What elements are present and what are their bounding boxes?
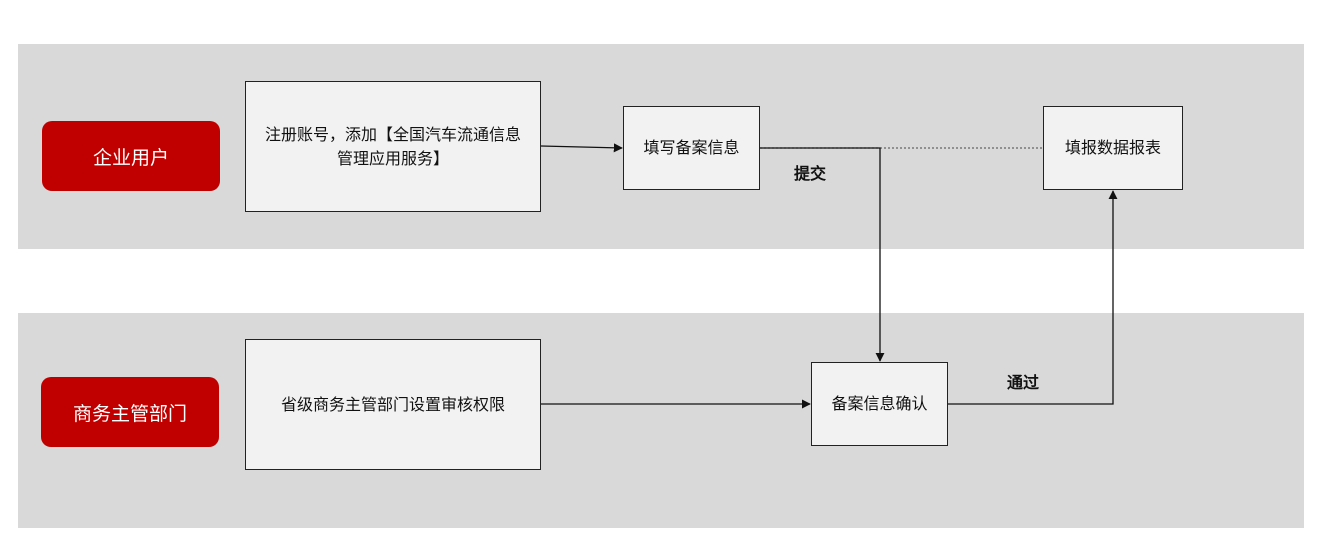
report-data-text: 填报数据报表	[1064, 138, 1161, 158]
confirm-filing-node: 备案信息确认	[811, 362, 948, 446]
register-account-node: 注册账号，添加【全国汽车流通信息管理应用服务】	[245, 81, 541, 212]
commerce-department-actor: 商务主管部门	[41, 377, 219, 447]
register-account-text: 注册账号，添加【全国汽车流通信息管理应用服务】	[264, 125, 521, 168]
set-permission-text: 省级商务主管部门设置审核权限	[280, 394, 505, 414]
enterprise-user-label: 企业用户	[92, 146, 169, 169]
confirm-filing-text: 备案信息确认	[831, 394, 928, 414]
report-data-node: 填报数据报表	[1043, 106, 1183, 190]
edge-fill-to-confirm	[760, 147, 885, 362]
enterprise-user-actor: 企业用户	[42, 121, 220, 191]
set-permission-node: 省级商务主管部门设置审核权限	[245, 339, 541, 470]
submit-label: 提交	[794, 164, 827, 183]
pass-label: 通过	[1007, 373, 1040, 392]
commerce-department-label: 商务主管部门	[72, 402, 187, 425]
fill-filing-info-text: 填写备案信息	[643, 138, 740, 158]
edge-confirm-to-report	[948, 190, 1118, 405]
edge-register-to-fill	[540, 143, 623, 153]
commerce-lane	[18, 313, 1304, 528]
fill-filing-info-node: 填写备案信息	[623, 106, 760, 190]
